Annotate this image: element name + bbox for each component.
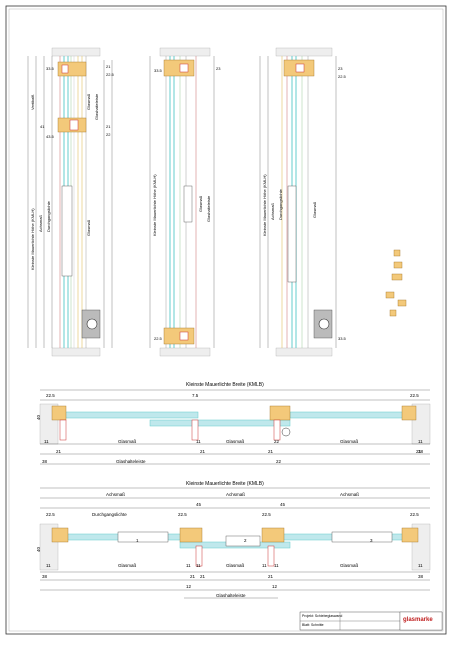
section-right: [259, 47, 337, 357]
wall-top-left: [51, 47, 101, 57]
wall-bottom-left: [51, 347, 101, 357]
detail-icons: [385, 249, 407, 317]
profile-bottom-middle: [163, 327, 195, 345]
profile-top-middle: [163, 59, 195, 77]
wall-top-middle: [159, 47, 211, 57]
wall-bottom-middle: [159, 347, 211, 357]
plan-1: [39, 389, 431, 465]
wall-bottom-right: [275, 347, 333, 357]
wall-top-right: [275, 47, 333, 57]
sheet-inner-border: [8, 8, 444, 632]
plan-2: [39, 487, 431, 599]
sheet-border: [5, 5, 447, 635]
section-left: [27, 47, 113, 357]
handle-left: [61, 185, 73, 277]
section-middle: [149, 47, 215, 357]
title-block: [299, 611, 443, 631]
